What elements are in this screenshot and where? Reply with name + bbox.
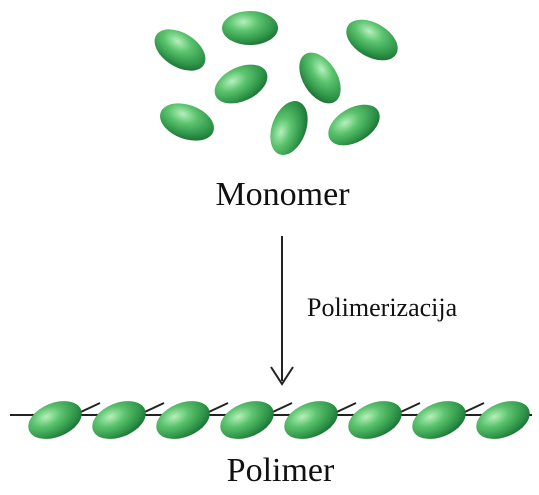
polymer-bead: [156, 401, 210, 439]
monomer-bead: [222, 11, 278, 45]
polymer-bead: [220, 401, 274, 439]
polymer-bead: [284, 401, 338, 439]
polymerization-label: Polimerizacija: [307, 293, 458, 322]
monomer-bead: [270, 101, 308, 155]
polymer-bead: [28, 401, 82, 439]
polymer-label: Polimer: [226, 452, 335, 489]
monomer-bead: [160, 103, 214, 141]
polymer-bead: [412, 401, 466, 439]
monomer-bead: [214, 64, 268, 104]
monomer-bead: [154, 29, 206, 71]
monomer-bead: [346, 19, 398, 61]
polymer-bead: [476, 401, 530, 439]
down-arrow-icon: [270, 236, 294, 386]
monomer-bead: [299, 52, 341, 104]
polymer-bead: [92, 401, 146, 439]
monomer-bead: [328, 104, 380, 146]
polymer-bead: [348, 401, 402, 439]
monomer-cluster: [154, 11, 398, 155]
polymer-chain: [10, 401, 532, 439]
monomer-label: Monomer: [215, 176, 350, 213]
